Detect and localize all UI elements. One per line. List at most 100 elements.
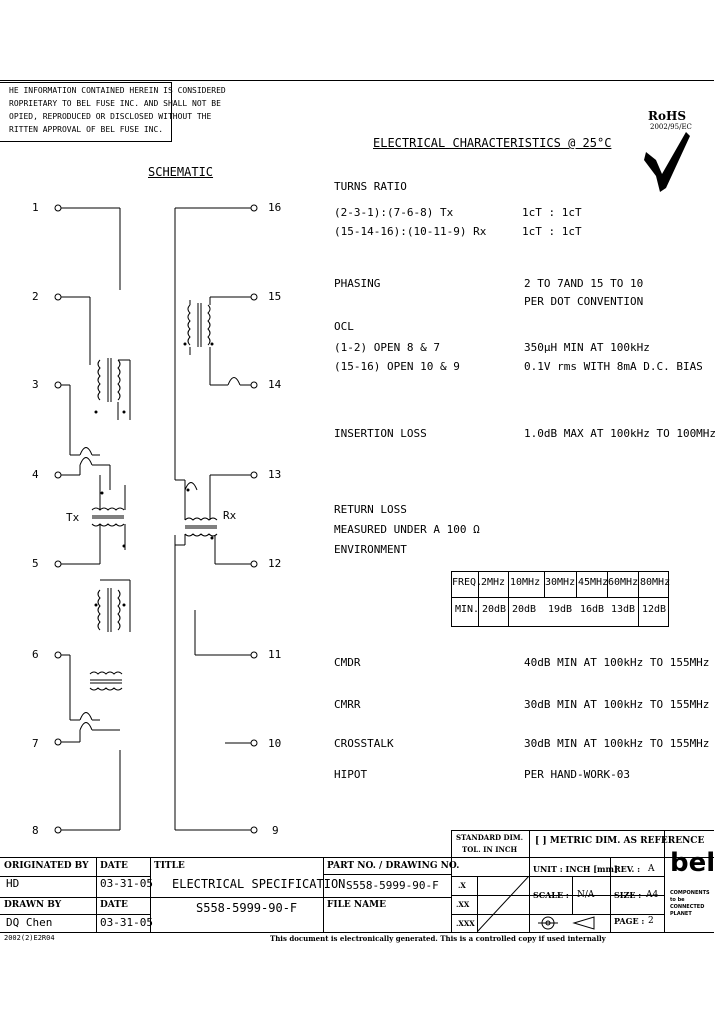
rev-value: A (648, 864, 655, 874)
drawn-by-value: DQ Chen (6, 916, 53, 929)
table-cell: 2MHz (481, 577, 506, 588)
schematic-title: SCHEMATIC (148, 165, 214, 179)
metric-note: [ ] METRIC DIM. AS REFERENCE (535, 836, 705, 846)
bel-logo: bel (670, 848, 716, 878)
table-col-divider (508, 571, 509, 627)
scale-label: SCALE : (533, 890, 569, 900)
table-col-divider (607, 571, 608, 597)
page-value: 2 (648, 916, 654, 926)
cmrr-value: 30dB MIN AT 100kHz TO 155MHz (524, 698, 710, 711)
tr-row2-label: (15-14-16):(10-11-9) Rx (334, 225, 487, 238)
title-part: S558-5999-90-F (196, 901, 298, 915)
tb-line (0, 897, 451, 898)
insertion-loss-label: INSERTION LOSS (334, 427, 427, 440)
pin-1: 1 (32, 201, 39, 214)
originated-by-value: HD (6, 877, 20, 890)
footer-note: This document is electronically generate… (270, 934, 606, 943)
date-label-1: DATE (100, 861, 128, 871)
turns-ratio-label: TURNS RATIO (334, 180, 407, 193)
ocl-row2-value: 0.1V rms WITH 8mA D.C. BIAS (524, 360, 703, 373)
table-col-divider (576, 571, 577, 597)
tr-row2-value: 1cT : 1cT (522, 225, 582, 238)
tb-line (664, 830, 665, 932)
pin-4: 4 (32, 468, 39, 481)
tb-line (572, 876, 573, 914)
return-loss-table (451, 571, 669, 627)
tb-line (451, 830, 452, 932)
tb-line (96, 857, 97, 932)
notice-line-2: ROPRIETARY TO BEL FUSE INC. AND SHALL NO… (9, 99, 221, 108)
size-label: SIZE : (614, 890, 642, 900)
title-label: TITLE (154, 861, 185, 871)
tb-line (0, 857, 714, 858)
table-cell: 30MHz (545, 577, 576, 588)
rev-label: REV. : (614, 864, 641, 874)
schematic-diagram (54, 204, 258, 834)
checkmark-icon (644, 132, 690, 192)
part-no-label: PART NO. / DRAWING NO. (327, 861, 460, 871)
crosstalk-label: CROSSTALK (334, 737, 394, 750)
tr-row1-value: 1cT : 1cT (522, 206, 582, 219)
drawn-by-label: DRAWN BY (4, 900, 62, 910)
date-value-2: 03-31-05 (100, 916, 153, 929)
ocl-row2-label: (15-16) OPEN 10 & 9 (334, 360, 460, 373)
cmdr-label: CMDR (334, 656, 361, 669)
ocl-row1-value: 350μH MIN AT 100kHz (524, 341, 650, 354)
insertion-loss-value: 1.0dB MAX AT 100kHz TO 100MHz (524, 427, 717, 440)
table-cell: 19dB (548, 604, 573, 615)
tolerance-diagonal (477, 876, 529, 932)
table-cell: 10MHz (510, 577, 541, 588)
table-cell: FREQ. (452, 577, 483, 588)
tb-line (529, 857, 664, 858)
tb-line (477, 876, 478, 932)
table-cell: MIN. (455, 604, 480, 615)
ocl-row1-label: (1-2) OPEN 8 & 7 (334, 341, 440, 354)
rohs-logo: RoHS 2002/95/EC (640, 108, 700, 198)
tb-line (451, 895, 664, 896)
size-value: A4 (646, 890, 659, 900)
phasing-label: PHASING (334, 277, 381, 290)
proprietary-notice: HE INFORMATION CONTAINED HEREIN IS CONSI… (0, 82, 226, 142)
table-row-divider (451, 597, 669, 598)
tb-line (0, 876, 150, 877)
notice-line-3: OPIED, REPRODUCED OR DISCLOSED WITHOUT T… (9, 112, 212, 121)
tx-label: Tx (66, 511, 80, 524)
tb-line (323, 874, 451, 875)
bel-tagline: COMPONENTS to be CONNECTED PLANET (670, 890, 710, 917)
table-col-divider (478, 571, 479, 627)
tol-label: TOL. IN INCH (462, 845, 518, 854)
pin-2: 2 (32, 290, 39, 303)
return-loss-label-2: MEASURED UNDER A 100 Ω (334, 523, 480, 536)
top-border (0, 80, 714, 81)
pin-16: 16 (268, 201, 282, 214)
tb-line (323, 897, 451, 898)
tb-line (610, 857, 611, 932)
notice-line-1: HE INFORMATION CONTAINED HEREIN IS CONSI… (9, 86, 226, 95)
tb-line (529, 830, 530, 932)
scale-value: N/A (577, 890, 595, 900)
tb-line (451, 914, 664, 915)
unit-label: UNIT : INCH [mm] (533, 864, 618, 874)
table-col-divider (544, 571, 545, 597)
tol-xxx: .XXX (456, 919, 475, 928)
pin-6: 6 (32, 648, 39, 661)
rohs-label: RoHS (648, 109, 686, 123)
notice-line-4: RITTEN APPROVAL OF BEL FUSE INC. (9, 125, 164, 134)
originated-by-label: ORIGINATED BY (4, 861, 89, 871)
part-no-value: S558-5999-90-F (346, 879, 439, 892)
tr-row1-label: (2-3-1):(7-6-8) Tx (334, 206, 454, 219)
title-block: STANDARD DIM. TOL. IN INCH .X .XX .XXX [… (0, 810, 716, 942)
hipot-label: HIPOT (334, 768, 368, 781)
tb-line (451, 830, 714, 831)
rohs-sub: 2002/95/EC (650, 123, 692, 131)
table-cell: 16dB (580, 604, 605, 615)
title-value: ELECTRICAL SPECIFICATION (172, 877, 346, 891)
file-name-label: FILE NAME (327, 900, 386, 910)
phasing-value-1: 2 TO 7AND 15 TO 10 (524, 277, 644, 290)
projection-symbol-icon (538, 916, 595, 930)
electrical-characteristics-heading: ELECTRICAL CHARACTERISTICS @ 25°C (373, 136, 612, 150)
date-label-2: DATE (100, 900, 128, 910)
table-cell: 20dB (512, 604, 537, 615)
phasing-value-2: PER DOT CONVENTION (524, 295, 644, 308)
cmrr-label: CMRR (334, 698, 361, 711)
